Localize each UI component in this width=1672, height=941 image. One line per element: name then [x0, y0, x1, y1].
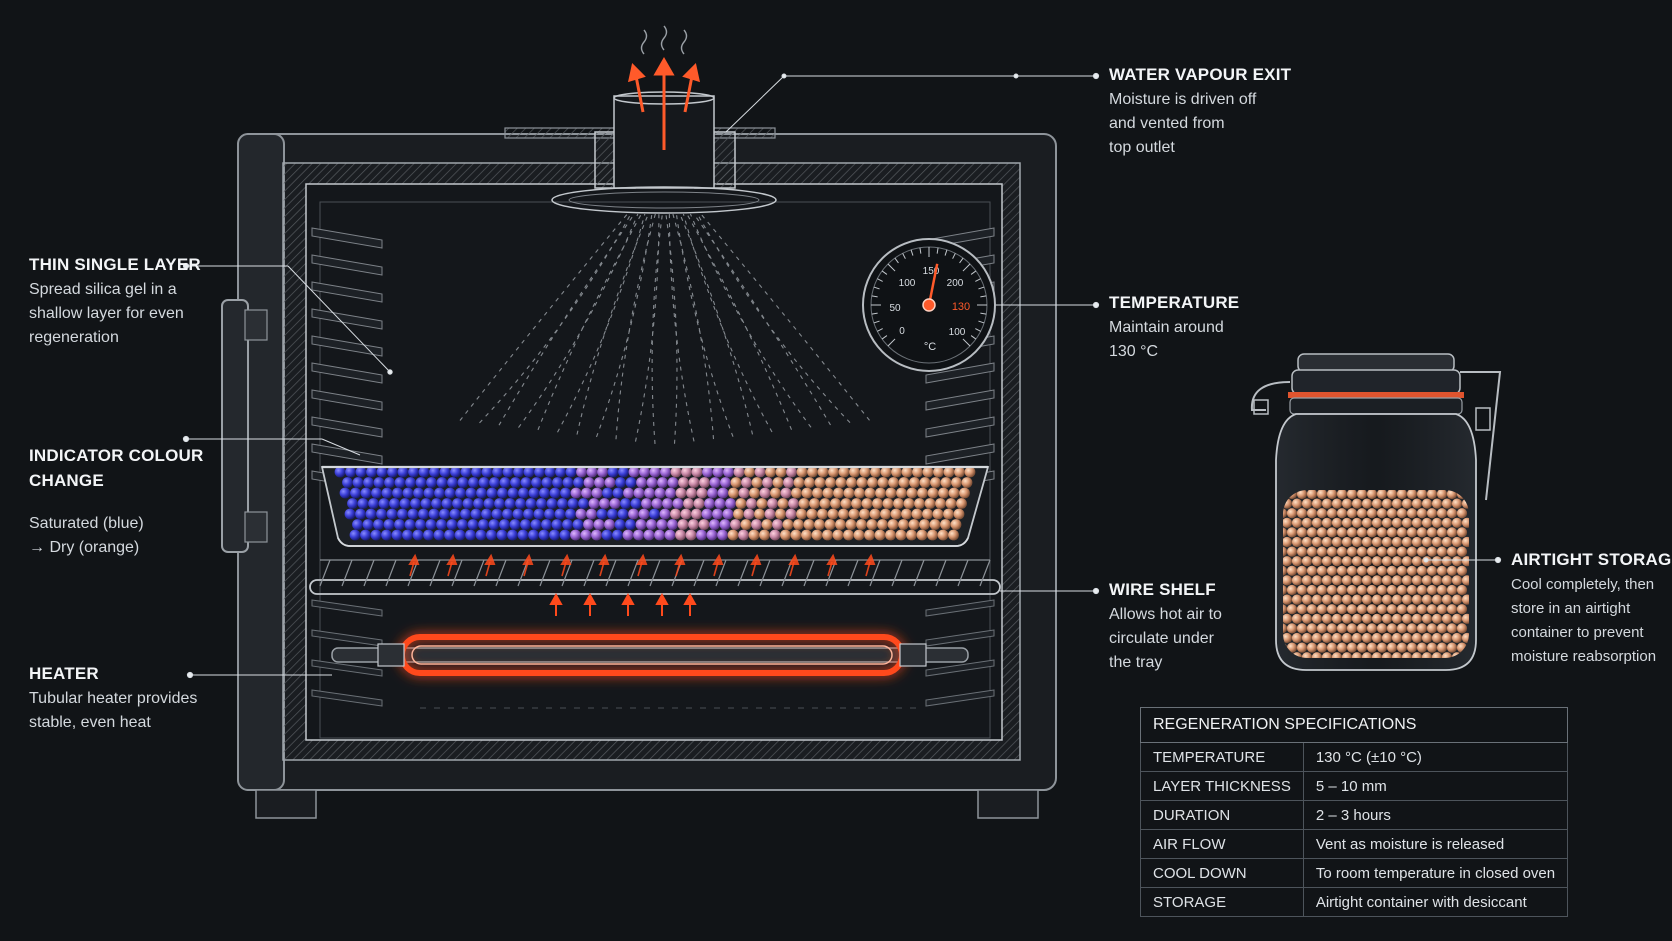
callout-description: Maintain around 130 °C	[1109, 319, 1224, 360]
spec-key: DURATION	[1140, 800, 1304, 830]
gauge-tick-label: 0	[899, 326, 905, 337]
callout-description: Tubular heater provides stable, even hea…	[29, 690, 198, 731]
spec-value: 5 – 10 mm	[1302, 771, 1569, 801]
callout-title: WIRE SHELF	[1109, 580, 1216, 599]
callout-airtight-storage: AIRTIGHT STORAGE Cool completely, then s…	[1511, 547, 1672, 669]
gauge-tick-label: 50	[889, 303, 901, 314]
callout-title: HEATER	[29, 664, 99, 683]
vapour-exit-arrows	[627, 56, 701, 150]
gauge-tick-label: 100	[949, 327, 966, 338]
callout-title: THIN SINGLE LAYER	[29, 255, 201, 274]
spec-value: Airtight container with desiccant	[1302, 887, 1569, 917]
gauge-unit-label: °C	[924, 341, 936, 353]
heat-flow-arrows	[408, 553, 876, 616]
spec-key: AIR FLOW	[1140, 829, 1304, 859]
callout-description: Allows hot air to circulate under the tr…	[1109, 606, 1222, 671]
callout-temperature: TEMPERATURE Maintain around 130 °C	[1109, 290, 1324, 364]
door-handle	[221, 299, 249, 553]
callout-title: TEMPERATURE	[1109, 293, 1240, 312]
gauge-needle	[927, 263, 939, 306]
tubular-heater	[331, 634, 969, 709]
callout-description: Saturated (blue) → Dry (orange)	[29, 515, 144, 556]
callout-heater: HEATER Tubular heater provides stable, e…	[29, 661, 244, 735]
callout-indicator-colour: INDICATOR COLOUR CHANGE Saturated (blue)…	[29, 425, 244, 578]
callout-title: INDICATOR COLOUR CHANGE	[29, 446, 204, 490]
vapour-flow	[459, 213, 870, 444]
callout-leaders	[182, 72, 1502, 679]
spec-value: 2 – 3 hours	[1302, 800, 1569, 830]
silica-gel-beads	[334, 466, 976, 541]
callout-description: Moisture is driven off and vented from t…	[1109, 91, 1257, 156]
spec-key: COOL DOWN	[1140, 858, 1304, 888]
callout-thin-layer: THIN SINGLE LAYER Spread silica gel in a…	[29, 252, 244, 350]
spec-value: Vent as moisture is released	[1302, 829, 1569, 859]
callout-title: WATER VAPOUR EXIT	[1109, 65, 1292, 84]
airtight-jar	[1250, 353, 1502, 671]
spec-key: STORAGE	[1140, 887, 1304, 917]
spec-value: 130 °C (±10 °C)	[1302, 742, 1569, 772]
callout-wire-shelf: WIRE SHELF Allows hot air to circulate u…	[1109, 577, 1324, 675]
callout-title: AIRTIGHT STORAGE	[1511, 550, 1672, 569]
specs-table-title: REGENERATION SPECIFICATIONS	[1139, 707, 1569, 743]
spec-key: LAYER THICKNESS	[1140, 771, 1304, 801]
callout-water-vapour-exit: WATER VAPOUR EXIT Moisture is driven off…	[1109, 62, 1324, 160]
gauge-setpoint-label: 130	[952, 301, 970, 313]
steam-wisps	[640, 25, 688, 55]
gauge-tick-label: 150	[923, 266, 940, 277]
gauge-tick-label: 100	[899, 278, 916, 289]
spec-key: TEMPERATURE	[1140, 742, 1304, 772]
spec-value: To room temperature in closed oven	[1302, 858, 1569, 888]
temperature-gauge: 100 150 200 50 0 100 130 °C	[862, 238, 996, 372]
wire-shelf	[309, 559, 1001, 595]
gauge-tick-label: 200	[947, 278, 964, 289]
callout-description: Spread silica gel in a shallow layer for…	[29, 281, 184, 346]
callout-description: Cool completely, then store in an airtig…	[1511, 576, 1657, 665]
silica-gel-tray	[320, 465, 990, 547]
